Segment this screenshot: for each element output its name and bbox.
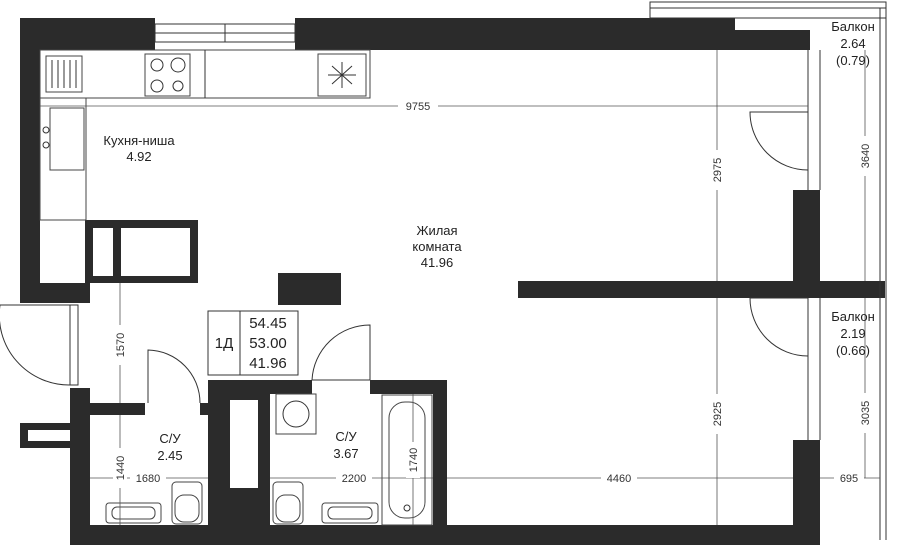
living-total: 53.00 — [249, 335, 287, 352]
wall-bath-large-right — [433, 380, 447, 530]
wall-left — [20, 18, 40, 303]
dim-width-total: 9755 — [406, 101, 430, 113]
bath-large-name: С/У — [335, 429, 357, 444]
wall-top-left — [20, 18, 155, 50]
wall-right-upper — [793, 190, 820, 285]
dim-living-width-bottom: 4460 — [607, 473, 631, 485]
living-area-summary: 41.96 — [249, 355, 287, 372]
door-balcony-top — [749, 111, 809, 171]
apartment-type: 1Д — [215, 335, 234, 352]
summary-box: 1Д 54.45 53.00 41.96 — [207, 310, 299, 376]
balcony-top-name: Балкон — [831, 19, 875, 34]
door-bath-large — [311, 324, 371, 381]
room-labels: Кухня-ниша 4.92 Жилая комната 41.96 С/У … — [103, 19, 874, 463]
dim-bath-small-depth: 1440 — [115, 456, 127, 480]
bathroom-fixtures — [105, 393, 433, 526]
dim-balcony-width: 695 — [840, 473, 858, 485]
door-balcony-bottom — [749, 297, 809, 357]
balcony-bottom-name: Балкон — [831, 309, 875, 324]
bath-small-name: С/У — [159, 431, 181, 446]
sink-icon — [49, 107, 85, 171]
wall-partition — [518, 281, 885, 298]
kitchen-name: Кухня-ниша — [103, 133, 175, 148]
total-area: 54.45 — [249, 315, 287, 332]
dim-bath-small-width: 1680 — [136, 473, 160, 485]
window-entry — [69, 304, 79, 386]
dim-bath-large-depth: 1740 — [408, 448, 420, 472]
doors — [0, 111, 809, 404]
wall-top-right-lower — [295, 30, 810, 50]
living-name-line2: комната — [412, 239, 462, 254]
dim-living-depth-bottom: 2925 — [712, 402, 724, 426]
bath-small-area: 2.45 — [157, 448, 182, 463]
kitchen-area: 4.92 — [126, 149, 151, 164]
bath-large-area: 3.67 — [333, 446, 358, 461]
door-entry — [0, 304, 71, 386]
walls — [20, 18, 885, 545]
dim-balcony-top-depth: 3640 — [860, 144, 872, 168]
balcony-railing-top — [649, 1, 887, 19]
dim-balcony-bottom-depth: 3035 — [860, 401, 872, 425]
windows — [69, 1, 887, 540]
column — [278, 273, 341, 305]
dim-living-depth-top: 2975 — [712, 158, 724, 182]
balcony-top-area: 2.64 — [840, 36, 865, 51]
wall-right-lower — [793, 440, 820, 540]
wall-top-right — [295, 18, 735, 32]
wall-bath-small-top — [70, 403, 145, 415]
dimension-labels: 9755 2975 3640 1570 1440 1680 2200 1740 … — [113, 99, 872, 488]
washing-machine-icon — [275, 393, 317, 435]
dim-hall-depth: 1570 — [115, 333, 127, 357]
balcony-top-area-reduced: (0.79) — [836, 53, 870, 68]
living-area: 41.96 — [421, 255, 454, 270]
dim-bath-large-width: 2200 — [342, 473, 366, 485]
balcony-bottom-area: 2.19 — [840, 326, 865, 341]
balcony-bottom-area-reduced: (0.66) — [836, 343, 870, 358]
kitchen-fixtures — [39, 49, 371, 221]
living-name-line1: Жилая — [416, 223, 457, 238]
wall-left-bottom — [20, 283, 90, 303]
door-bath-small — [147, 349, 201, 404]
